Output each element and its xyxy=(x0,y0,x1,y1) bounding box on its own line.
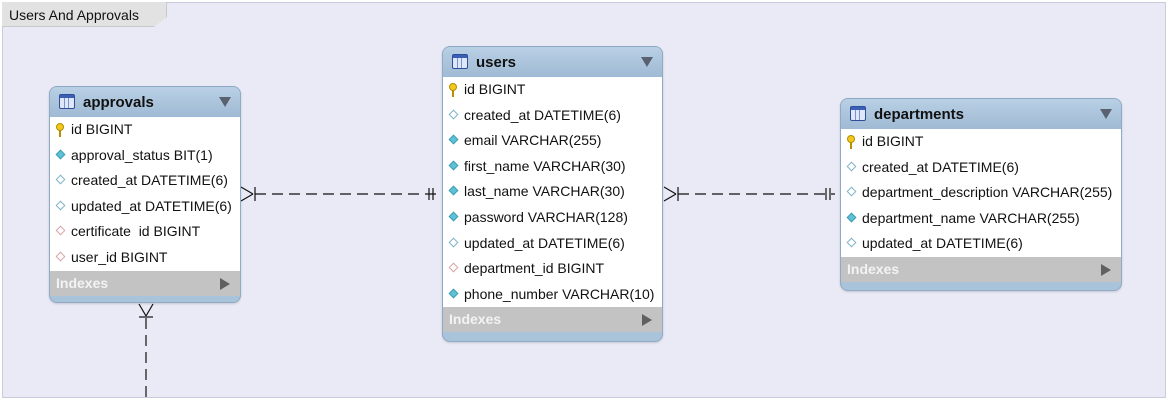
nullable-diamond-icon xyxy=(846,161,857,172)
column-label: created_at DATETIME(6) xyxy=(862,158,1019,175)
column-row[interactable]: id BIGINT xyxy=(50,117,240,143)
column-row[interactable]: last_name VARCHAR(30) xyxy=(443,179,662,205)
crowfoot-marker xyxy=(138,303,147,317)
layer-title[interactable]: Users And Approvals xyxy=(2,2,167,27)
table-icon xyxy=(452,54,468,69)
expand-arrow-icon[interactable] xyxy=(642,314,652,326)
nullable-diamond-icon xyxy=(846,237,857,248)
indexes-label: Indexes xyxy=(449,311,502,327)
foreign-key-diamond-icon xyxy=(448,262,459,273)
not-null-diamond-icon xyxy=(55,149,66,160)
not-null-diamond-icon xyxy=(448,160,459,171)
column-row[interactable]: department_name VARCHAR(255) xyxy=(841,206,1121,232)
indexes-section[interactable]: Indexes xyxy=(841,257,1121,282)
column-label: department_description VARCHAR(255) xyxy=(862,184,1113,201)
column-label: phone_number VARCHAR(10) xyxy=(464,285,655,302)
column-label: approval_status BIT(1) xyxy=(71,146,213,163)
column-label: updated_at DATETIME(6) xyxy=(71,197,232,214)
column-label: first_name VARCHAR(30) xyxy=(464,157,626,174)
table-approvals[interactable]: approvals id BIGINT approval_status BIT(… xyxy=(49,86,241,303)
nullable-diamond-icon xyxy=(448,237,459,248)
crowfoot-marker xyxy=(240,186,254,195)
column-row[interactable]: certificate id BIGINT xyxy=(50,219,240,245)
foreign-key-diamond-icon xyxy=(55,225,66,236)
table-footer xyxy=(50,296,240,302)
table-header[interactable]: departments xyxy=(841,99,1121,129)
collapse-arrow-icon[interactable] xyxy=(641,57,653,67)
column-label: user_id BIGINT xyxy=(71,248,168,265)
table-footer xyxy=(841,282,1121,290)
column-row[interactable]: email VARCHAR(255) xyxy=(443,128,662,154)
column-row[interactable]: created_at DATETIME(6) xyxy=(841,155,1121,181)
nullable-diamond-icon xyxy=(55,200,66,211)
indexes-label: Indexes xyxy=(847,261,900,277)
column-row[interactable]: phone_number VARCHAR(10) xyxy=(443,282,662,307)
collapse-arrow-icon[interactable] xyxy=(219,97,231,107)
table-header[interactable]: users xyxy=(443,47,662,77)
column-row[interactable]: updated_at DATETIME(6) xyxy=(841,231,1121,257)
not-null-diamond-icon xyxy=(846,212,857,223)
column-row[interactable]: created_at DATETIME(6) xyxy=(443,103,662,129)
column-label: email VARCHAR(255) xyxy=(464,132,602,149)
column-row[interactable]: updated_at DATETIME(6) xyxy=(443,231,662,257)
expand-arrow-icon[interactable] xyxy=(1101,264,1111,276)
not-null-diamond-icon xyxy=(448,134,459,145)
column-label: created_at DATETIME(6) xyxy=(464,106,621,123)
table-icon xyxy=(59,94,75,109)
key-icon xyxy=(56,123,64,137)
column-label: certificate id BIGINT xyxy=(71,223,201,240)
column-row[interactable]: user_id BIGINT xyxy=(50,245,240,271)
column-row[interactable]: created_at DATETIME(6) xyxy=(50,168,240,194)
expand-arrow-icon[interactable] xyxy=(220,278,230,290)
column-row[interactable]: id BIGINT xyxy=(841,129,1121,155)
crowfoot-marker xyxy=(663,186,677,195)
column-label: id BIGINT xyxy=(464,81,526,97)
column-label: department_id BIGINT xyxy=(464,260,605,277)
column-label: updated_at DATETIME(6) xyxy=(464,234,625,251)
table-footer xyxy=(443,332,662,341)
indexes-label: Indexes xyxy=(56,275,109,291)
column-row[interactable]: password VARCHAR(128) xyxy=(443,205,662,231)
column-row[interactable]: department_id BIGINT xyxy=(443,256,662,282)
not-null-diamond-icon xyxy=(448,288,459,299)
column-row[interactable]: approval_status BIT(1) xyxy=(50,143,240,169)
table-name: approvals xyxy=(83,94,154,111)
table-name: departments xyxy=(874,106,965,123)
column-label: updated_at DATETIME(6) xyxy=(862,235,1023,252)
key-icon xyxy=(847,135,855,149)
column-label: created_at DATETIME(6) xyxy=(71,172,228,189)
indexes-section[interactable]: Indexes xyxy=(50,271,240,296)
table-header[interactable]: approvals xyxy=(50,87,240,117)
column-row[interactable]: first_name VARCHAR(30) xyxy=(443,154,662,180)
key-icon xyxy=(449,83,457,97)
table-name: users xyxy=(476,54,517,71)
table-departments[interactable]: departments id BIGINT created_at DATETIM… xyxy=(840,98,1122,291)
column-row[interactable]: updated_at DATETIME(6) xyxy=(50,194,240,220)
column-row[interactable]: id BIGINT xyxy=(443,77,662,103)
foreign-key-diamond-icon xyxy=(55,251,66,262)
nullable-diamond-icon xyxy=(55,174,66,185)
not-null-diamond-icon xyxy=(448,185,459,196)
nullable-diamond-icon xyxy=(846,186,857,197)
not-null-diamond-icon xyxy=(448,211,459,222)
column-label: password VARCHAR(128) xyxy=(464,208,628,225)
column-row[interactable]: department_description VARCHAR(255) xyxy=(841,180,1121,206)
column-label: department_name VARCHAR(255) xyxy=(862,209,1080,226)
table-users[interactable]: users id BIGINT created_at DATETIME(6) e… xyxy=(442,46,663,342)
table-icon xyxy=(850,106,866,121)
nullable-diamond-icon xyxy=(448,109,459,120)
collapse-arrow-icon[interactable] xyxy=(1100,109,1112,119)
column-label: last_name VARCHAR(30) xyxy=(464,183,625,200)
indexes-section[interactable]: Indexes xyxy=(443,307,662,332)
column-label: id BIGINT xyxy=(862,133,924,149)
column-label: id BIGINT xyxy=(71,121,133,137)
